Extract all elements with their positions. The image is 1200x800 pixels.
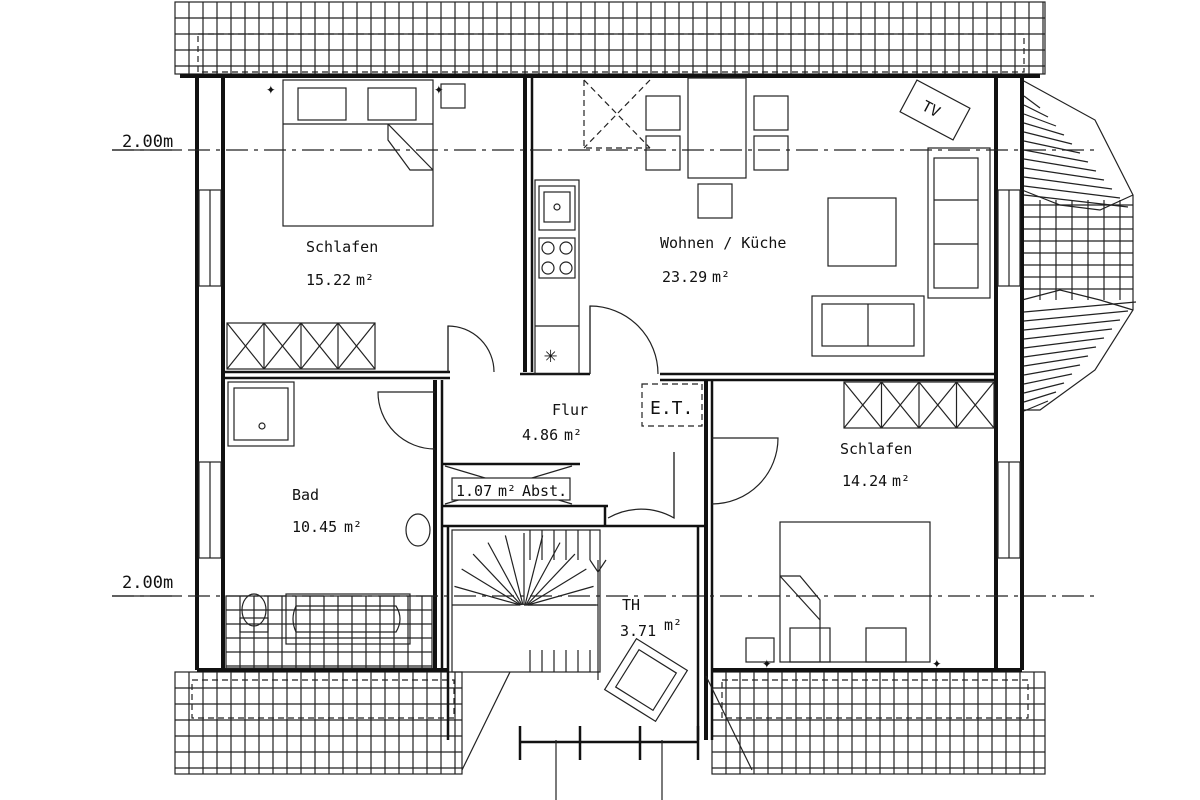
bedroom1-name: Schlafen bbox=[306, 238, 378, 256]
bedroom2-furniture: ✦ ✦ bbox=[745, 381, 995, 672]
bedroom2-area: 14.24 bbox=[842, 472, 887, 490]
roof-bottom-right bbox=[711, 671, 1046, 775]
svg-text:✦: ✦ bbox=[434, 79, 444, 98]
roof-edge-left bbox=[461, 671, 511, 771]
hall-area: 4.86 bbox=[522, 426, 558, 444]
et-label: E.T. bbox=[650, 398, 693, 419]
storage-unit: m² bbox=[498, 482, 516, 500]
bath-fixtures bbox=[225, 381, 433, 669]
kitchen-counter: ✳ bbox=[534, 179, 580, 375]
dimension-label-upper: 2.00m bbox=[122, 132, 173, 152]
stair-door bbox=[607, 452, 675, 520]
bath-door bbox=[377, 391, 436, 450]
hall-unit: m² bbox=[564, 426, 582, 444]
bedroom1-door bbox=[447, 325, 495, 373]
living-door bbox=[589, 305, 659, 375]
svg-text:✦: ✦ bbox=[266, 79, 276, 98]
bedroom2-door bbox=[711, 437, 779, 505]
dimension-label-lower: 2.00m bbox=[122, 573, 173, 593]
exterior-walls bbox=[180, 74, 1040, 672]
bedroom1-area: 15.22 bbox=[306, 271, 351, 289]
living-furniture bbox=[583, 77, 991, 357]
staircase bbox=[451, 529, 689, 723]
hall-name: Flur bbox=[552, 401, 588, 419]
bedroom2-name: Schlafen bbox=[840, 440, 912, 458]
roof-edge-right bbox=[705, 675, 753, 771]
et-box bbox=[641, 383, 703, 427]
stair-unit: m² bbox=[664, 616, 682, 634]
interior-walls bbox=[223, 78, 996, 800]
stair-area: 3.71 bbox=[620, 622, 656, 640]
storage-suffix: Abst. bbox=[522, 482, 567, 500]
roof-bottom-left bbox=[174, 671, 463, 775]
svg-text:✦: ✦ bbox=[762, 653, 772, 672]
bedroom1-unit: m² bbox=[356, 271, 374, 289]
storage-room bbox=[444, 465, 573, 505]
bath-area: 10.45 bbox=[292, 518, 337, 536]
svg-text:✦: ✦ bbox=[932, 653, 942, 672]
stair-name: TH bbox=[622, 596, 640, 614]
living-name: Wohnen / Küche bbox=[660, 234, 786, 252]
dormer-roof bbox=[1021, 79, 1137, 412]
bath-unit: m² bbox=[344, 518, 362, 536]
svg-text:✳: ✳ bbox=[544, 343, 557, 368]
tv-label: TV bbox=[919, 97, 943, 121]
storage-area: 1.07 bbox=[456, 482, 492, 500]
bath-name: Bad bbox=[292, 486, 319, 504]
living-unit: m² bbox=[712, 268, 730, 286]
roof-top bbox=[174, 1, 1046, 75]
living-area: 23.29 bbox=[662, 268, 707, 286]
bedroom2-unit: m² bbox=[892, 472, 910, 490]
bedroom1-furniture: ✦ ✦ bbox=[226, 79, 466, 370]
